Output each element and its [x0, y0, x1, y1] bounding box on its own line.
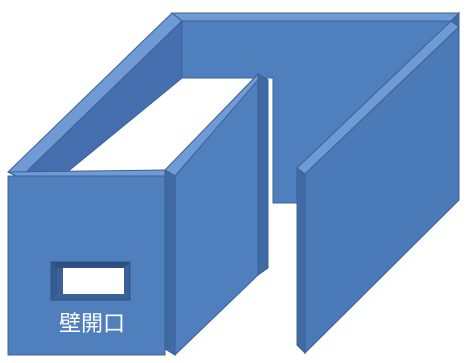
wall-opening-bevel-left	[51, 262, 57, 300]
inner-right-partition-edge	[296, 167, 306, 355]
wall-opening-hole	[63, 268, 124, 294]
inner-right-partition-face	[304, 25, 460, 355]
front-wall: 壁開口	[7, 169, 177, 356]
wall-opening-bevel-top	[51, 262, 130, 268]
inner-left-partition	[164, 73, 269, 357]
back-wall-top	[170, 12, 461, 22]
inner-right-partition	[296, 20, 460, 355]
left-side-wall	[7, 12, 183, 179]
left-side-wall-face	[18, 19, 183, 179]
front-wall-right-edge	[164, 169, 176, 356]
inner-left-partition-side	[257, 73, 269, 276]
wall-opening-label: 壁開口	[59, 312, 125, 337]
wall-opening	[50, 261, 131, 301]
